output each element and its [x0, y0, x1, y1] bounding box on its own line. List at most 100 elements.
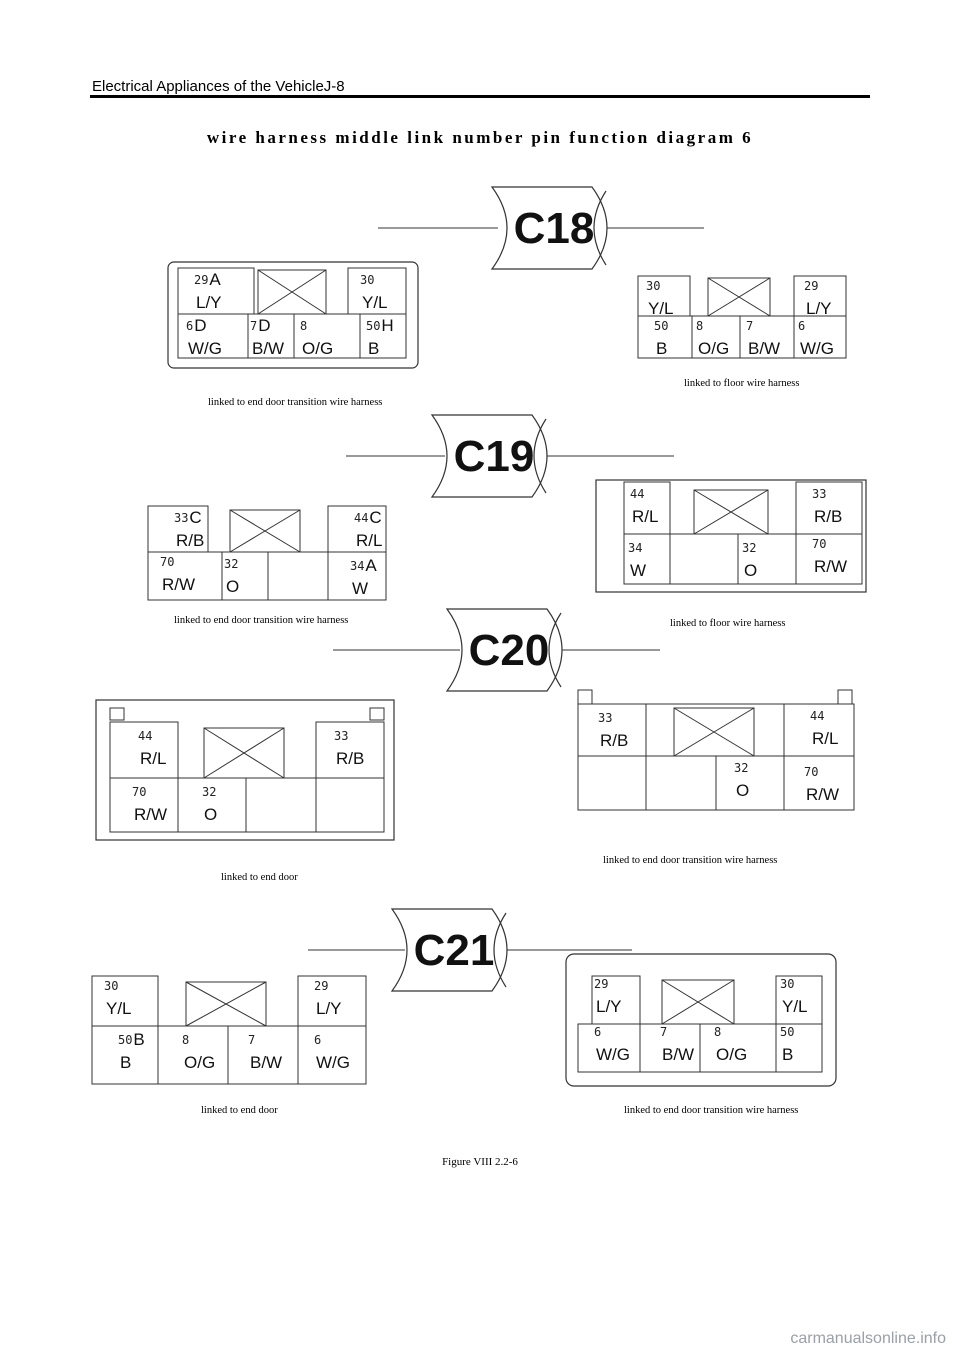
- c18-left-latch-diag2: [257, 269, 327, 315]
- footer-watermark: carmanualsonline.info: [790, 1330, 946, 1347]
- c20-right-pin-44-number: 44: [810, 709, 824, 723]
- c21-left-pin-6-number: 6: [314, 1033, 321, 1047]
- c21-left-pin-8-number: 8: [182, 1033, 189, 1047]
- c19-left-pin-70-number: 70: [160, 555, 174, 569]
- c20-left-pin-44-wire-color: R/L: [140, 749, 166, 768]
- c18-right-pin-29-number: 29: [804, 279, 818, 293]
- c19-left-pin-34-letter: A: [365, 556, 377, 575]
- c18-right-pin-29-wire-color: L/Y: [806, 299, 832, 318]
- c20-badge-arc: [548, 612, 562, 688]
- c19-right-pin-34-number: 34: [628, 541, 642, 555]
- c21-left-pin-6-wire-color: W/G: [316, 1053, 350, 1072]
- c18-left-pin-6-number: 6: [186, 319, 193, 333]
- c19-right-pin-32-wire-color: O: [744, 561, 757, 580]
- c20-right-pin-44-wire-color: R/L: [812, 729, 838, 748]
- c21-right-caption: linked to end door transition wire harne…: [624, 1105, 799, 1116]
- c18-right-pin-7-number: 7: [746, 319, 753, 333]
- c19-left-pin-33-number: 33: [174, 511, 188, 525]
- header-rule: [90, 95, 870, 98]
- c18-left-pin-29-wire-color: L/Y: [196, 293, 222, 312]
- c21-left-pin-50-wire-color: B: [120, 1053, 131, 1072]
- c21-left-pin-29-wire-color: L/Y: [316, 999, 342, 1018]
- c19-left-pin-34-number: 34: [350, 559, 364, 573]
- c19-left-pin-44-wire-color: R/L: [356, 531, 382, 550]
- c20-left-tab-right: [369, 707, 385, 721]
- c19-right-caption: linked to floor wire harness: [670, 618, 786, 629]
- c21-right-pin-8-wire-color: O/G: [716, 1045, 747, 1064]
- c20-left-caption: linked to end door: [221, 872, 298, 883]
- c19-left-lower-row: [147, 551, 387, 601]
- c19-left-pin-44-letter: C: [369, 508, 381, 527]
- c21-right-pin-6-wire-color: W/G: [596, 1045, 630, 1064]
- c19-left-pin-33-wire-color: R/B: [176, 531, 204, 550]
- c19-left-pin-32-number: 32: [224, 557, 238, 571]
- c20-right-pin-32-wire-color: O: [736, 781, 749, 800]
- c18-left-pin-8-number: 8: [300, 319, 307, 333]
- c21-left-pin-30-number: 30: [104, 979, 118, 993]
- c20-right-pin-70-number: 70: [804, 765, 818, 779]
- c19-right-latch-diag2: [693, 489, 769, 535]
- c20-left-tab-left: [109, 707, 125, 721]
- c18-left-pin-50-number: 50: [366, 319, 380, 333]
- c20-left-lower-row: [109, 777, 385, 833]
- c19-right-pin-32-number: 32: [742, 541, 756, 555]
- c21-right-pin-29-number: 29: [594, 977, 608, 991]
- c21-right-pin-8-number: 8: [714, 1025, 721, 1039]
- c21-left-latch-diag2: [185, 981, 267, 1027]
- c19-connector-badge: [430, 414, 548, 498]
- c18-right-pin-50-wire-color: B: [656, 339, 667, 358]
- c19-left-pin-33-letter: C: [189, 508, 201, 527]
- c21-right-pin-30-wire-color: Y/L: [782, 997, 808, 1016]
- c21-left-caption: linked to end door: [201, 1105, 278, 1116]
- c19-right-pin-44-wire-color: R/L: [632, 507, 658, 526]
- c19-left-pin-34-wire-color: W: [352, 579, 368, 598]
- c19-left-caption: linked to end door transition wire harne…: [174, 615, 349, 626]
- c19-right-pin-70-wire-color: R/W: [814, 557, 847, 576]
- c21-right-pin-29-wire-color: L/Y: [596, 997, 622, 1016]
- c20-left-pin-44-number: 44: [138, 729, 152, 743]
- c19-left-pin-32-wire-color: O: [226, 577, 239, 596]
- c21-right-pin-50-wire-color: B: [782, 1045, 793, 1064]
- c18-left-pin-29-letter: A: [209, 270, 221, 289]
- figure-caption: Figure VIII 2.2-6: [442, 1156, 518, 1168]
- c18-left-pin-50-letter: H: [381, 316, 393, 335]
- c20-left-frame: [95, 699, 395, 841]
- c18-connector-badge: [490, 186, 608, 270]
- c21-connector-badge: [390, 908, 508, 992]
- c20-left-latch-diag2: [203, 727, 285, 779]
- c18-left-frame: [167, 261, 419, 369]
- c21-right-frame: [565, 953, 837, 1087]
- c21-left-pin-8-wire-color: O/G: [184, 1053, 215, 1072]
- c20-left-pin-32-wire-color: O: [204, 805, 217, 824]
- c19-right-lower-row: [623, 533, 863, 585]
- c21-left-pin-50-letter: B: [133, 1030, 144, 1049]
- c18-right-latch-diag2: [707, 277, 771, 317]
- c18-left-pin-50-wire-color: B: [368, 339, 379, 358]
- c20-right-pin-33-wire-color: R/B: [600, 731, 628, 750]
- c19-right-pin-33-wire-color: R/B: [814, 507, 842, 526]
- c18-right-pin-8-number: 8: [696, 319, 703, 333]
- c18-badge-arc: [593, 190, 607, 266]
- c19-badge-arc: [533, 418, 547, 494]
- c19-right-pin-44-number: 44: [630, 487, 644, 501]
- c18-right-pin-6-wire-color: W/G: [800, 339, 834, 358]
- c19-right-pin-33-number: 33: [812, 487, 826, 501]
- c18-connector-label: C18: [514, 204, 595, 253]
- c20-right-tab-right: [837, 689, 853, 705]
- c20-right-pin-33-number: 33: [598, 711, 612, 725]
- c18-right-pin-8-wire-color: O/G: [698, 339, 729, 358]
- c18-left-pin-29-number: 29: [194, 273, 208, 287]
- c20-left-pin-32-number: 32: [202, 785, 216, 799]
- c18-left-pin-30-number: 30: [360, 273, 374, 287]
- c18-left-pin-6-letter: D: [194, 316, 206, 335]
- c18-right-pin-30-wire-color: Y/L: [648, 299, 674, 318]
- c18-right-lower-row: [637, 315, 847, 359]
- c18-right-pin-50-number: 50: [654, 319, 668, 333]
- c20-right-latch-diag2: [673, 707, 755, 757]
- c18-right-pin-30-number: 30: [646, 279, 660, 293]
- c21-connector-label: C21: [414, 926, 495, 975]
- c20-right-caption: linked to end door transition wire harne…: [603, 855, 778, 866]
- c18-left-pin-7-number: 7: [250, 319, 257, 333]
- c21-right-pin-30-number: 30: [780, 977, 794, 991]
- c20-right-tab-left: [577, 689, 593, 705]
